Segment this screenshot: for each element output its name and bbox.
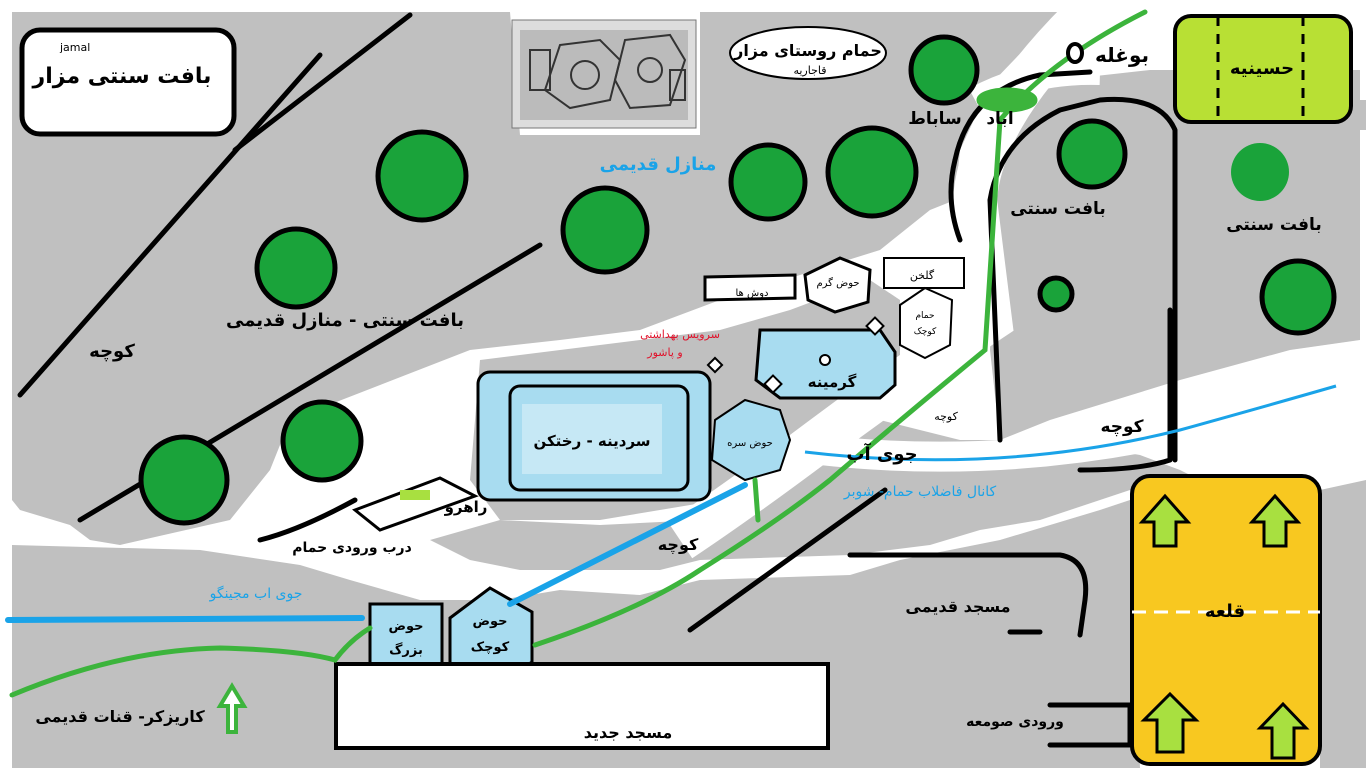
sabat-prefix-label: اباد bbox=[986, 109, 1013, 129]
dush-ha-label: دوش ها bbox=[736, 288, 769, 299]
arrow-up-icon bbox=[1248, 493, 1302, 548]
hoz-garm-label: حوض گرم bbox=[816, 277, 859, 289]
service-label-1: سرویس بهداشتی bbox=[640, 328, 720, 341]
new-mosque-label: مسجد جدید bbox=[584, 723, 673, 742]
qanat-lines bbox=[9, 9, 1148, 698]
texture-old-houses-label: بافت سنتی - منازل قدیمی bbox=[226, 310, 464, 331]
service-label-2: و پاشور bbox=[646, 346, 682, 359]
boundary-road-right bbox=[1077, 307, 1173, 473]
jooye-mijingo-label: جوی اب مجینگو bbox=[209, 585, 303, 602]
texture-label-2: بافت سنتی bbox=[1226, 215, 1322, 235]
qanat-label: کاریزکر- قنات قدیمی bbox=[35, 707, 205, 726]
old-houses-label: منازل قدیمی bbox=[600, 154, 717, 175]
alley-right-label: کوچه bbox=[1100, 417, 1143, 437]
boundary-center-curve bbox=[948, 69, 1093, 243]
bughole-label: بوغله bbox=[1095, 43, 1149, 67]
golkhan-label: گلخن bbox=[910, 269, 935, 282]
bath-plan-photo bbox=[511, 19, 697, 129]
tree-icon bbox=[375, 129, 469, 223]
boundary-left-diag-1 bbox=[17, 52, 323, 398]
tree-icon bbox=[728, 142, 808, 222]
boundary-entrance-path bbox=[257, 497, 358, 543]
arrow-up-icon bbox=[1138, 493, 1192, 548]
garmineh-center-icon bbox=[819, 354, 831, 366]
castle-label: قلعه bbox=[1205, 601, 1245, 622]
texture-label-1: بافت سنتی bbox=[1010, 199, 1106, 219]
tree-icon bbox=[138, 434, 230, 526]
bughole: بوغله bbox=[1066, 42, 1149, 67]
boundary-left-diag-2 bbox=[232, 12, 413, 153]
bath-complex: سردینه - رختکن گرمینه حوض سره دوش ها حوض… bbox=[352, 256, 965, 532]
ground-bottom bbox=[12, 500, 1140, 768]
tree-icon bbox=[1056, 118, 1128, 190]
bath-entrance-label: درب ورودی حمام bbox=[292, 540, 412, 556]
ground-left-block bbox=[12, 12, 1060, 545]
tree-icon bbox=[560, 185, 650, 275]
trees bbox=[138, 34, 1337, 526]
hosseiniyeh-label: حسینیه bbox=[1230, 58, 1294, 79]
hamam-small-label-1: حمام bbox=[915, 311, 934, 321]
castle: قلعه bbox=[1130, 474, 1322, 766]
hosseiniyeh: حسینیه bbox=[1173, 14, 1353, 124]
garmineh-label: گرمینه bbox=[808, 373, 857, 391]
hoz-sareh-label: حوض سره bbox=[727, 438, 773, 449]
bath-title: حمام روستای مزار قاجاریه bbox=[729, 26, 887, 80]
alley-mid-label: کوچه bbox=[934, 410, 958, 423]
arrow-up-icon bbox=[1140, 691, 1200, 754]
streams bbox=[5, 482, 748, 623]
title-author: jamal bbox=[59, 41, 90, 54]
boundary-lower-mid bbox=[847, 552, 1089, 638]
bughole-icon bbox=[1066, 42, 1084, 64]
tree-icon bbox=[1259, 258, 1337, 336]
tree-icon bbox=[825, 125, 919, 219]
labels: منازل قدیمی بافت سنتی - منازل قدیمی کوچه… bbox=[35, 109, 1321, 726]
hoz-kuchak-label-2: کوچک bbox=[471, 640, 510, 655]
ground-bottom-right bbox=[1320, 480, 1366, 768]
tree-icon bbox=[908, 34, 980, 106]
boundary-old-mosque-diag bbox=[687, 487, 888, 633]
sabat-label: ساباط bbox=[908, 109, 962, 129]
hamam-small-label-2: کوچک bbox=[914, 327, 937, 337]
jooye-ab-label: جوی آب bbox=[846, 442, 917, 465]
sewer-line bbox=[804, 384, 1337, 462]
sewer-canal-label: کانال فاضلاب حمام- شوبر bbox=[843, 484, 997, 500]
boundaries bbox=[17, 12, 1178, 748]
arrow-up-icon bbox=[216, 682, 248, 734]
hoz-bozorg-label-1: حوض bbox=[388, 619, 423, 634]
alley-bottom-label: کوچه bbox=[658, 535, 699, 555]
tree-icon bbox=[254, 226, 338, 310]
map-title: بافت سنتی مزار bbox=[32, 64, 212, 89]
bath-village-label: حمام روستای مزار bbox=[733, 41, 882, 60]
tree-icon bbox=[1231, 143, 1289, 201]
mosques: مسجد جدید مسجد قدیمی ورودی صومعه bbox=[334, 597, 1064, 750]
sardineh-label: سردینه - رختکن bbox=[533, 432, 650, 450]
minaret-entrance-label: ورودی صومعه bbox=[966, 714, 1064, 730]
arrow-up-icon bbox=[1256, 701, 1310, 760]
title-box: jamal بافت سنتی مزار bbox=[19, 27, 237, 137]
title-frame bbox=[19, 27, 237, 137]
bath-era-label: قاجاریه bbox=[793, 64, 826, 77]
tree-icon bbox=[1037, 275, 1075, 313]
hoz-kuchak-label-1: حوض bbox=[472, 614, 507, 629]
tree-icon bbox=[280, 399, 364, 483]
old-mosque-label: مسجد قدیمی bbox=[905, 597, 1010, 616]
hoz-bozorg-label-2: بزرگ bbox=[389, 641, 423, 658]
rahro-label: راهرو bbox=[444, 498, 488, 516]
alley-left-label: کوچه bbox=[89, 341, 135, 362]
